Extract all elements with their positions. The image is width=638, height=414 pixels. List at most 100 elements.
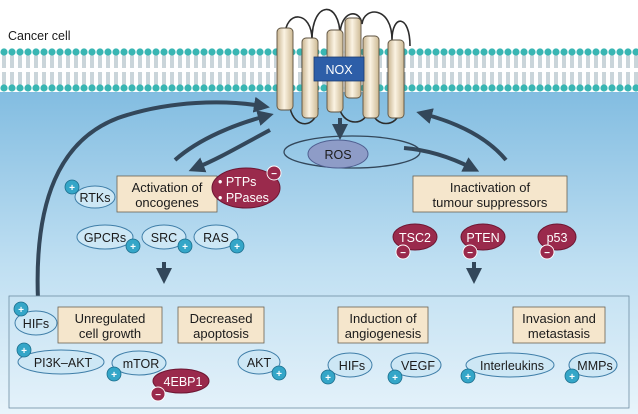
mmps-molecule[interactable]: MMPs + bbox=[564, 352, 618, 384]
plus-badge-icon bbox=[460, 368, 476, 384]
svg-text:+: + bbox=[130, 242, 136, 253]
tsc2-label: TSC2 bbox=[399, 231, 431, 245]
pten-molecule[interactable]: PTEN − bbox=[460, 223, 506, 260]
svg-text:−: − bbox=[400, 248, 406, 259]
svg-text:+: + bbox=[465, 372, 471, 383]
pten-label: PTEN bbox=[466, 231, 499, 245]
plus-badge-icon bbox=[125, 238, 141, 254]
svg-text:−: − bbox=[544, 248, 550, 259]
svg-text:+: + bbox=[21, 346, 27, 357]
hifs-angio-molecule[interactable]: HIFs + bbox=[320, 352, 373, 385]
4ebp1-molecule[interactable]: 4EBP1 − bbox=[150, 368, 210, 402]
svg-text:+: + bbox=[569, 372, 575, 383]
activation-to-nox-arrow bbox=[173, 110, 274, 162]
inactivation-to-nox-arrow bbox=[416, 108, 508, 162]
svg-text:+: + bbox=[111, 370, 117, 381]
rtks-molecule[interactable]: RTKs + bbox=[64, 179, 116, 209]
nox-enzyme[interactable]: NOX bbox=[276, 8, 411, 125]
ros-to-inactivation-arrow bbox=[403, 146, 480, 172]
svg-text:−: − bbox=[467, 248, 473, 259]
invasion-title-line2: metastasis bbox=[528, 326, 591, 341]
pi3k-akt-molecule[interactable]: PI3K–AKT + bbox=[16, 342, 105, 375]
minus-badge-icon bbox=[462, 244, 478, 260]
plus-badge-icon bbox=[64, 179, 80, 195]
svg-text:+: + bbox=[69, 183, 75, 194]
ptps-ppases-inhibitor[interactable]: • PTPs • PPases − bbox=[211, 165, 282, 209]
activation-of-oncogenes-box[interactable]: Activation of oncogenes bbox=[116, 175, 218, 213]
tsc2-molecule[interactable]: TSC2 − bbox=[392, 223, 438, 260]
nox-to-activation-arrow bbox=[188, 128, 271, 173]
hifs-growth-label: HIFs bbox=[23, 317, 49, 331]
pi3k-akt-label: PI3K–AKT bbox=[34, 356, 93, 370]
apoptosis-title-line2: apoptosis bbox=[193, 326, 249, 341]
nox-extracellular-loops bbox=[284, 8, 411, 47]
ppases-label: • PPases bbox=[218, 191, 269, 205]
vegf-molecule[interactable]: VEGF + bbox=[387, 352, 442, 385]
plus-badge-icon bbox=[320, 369, 336, 385]
inactivation-title-line2: tumour suppressors bbox=[433, 195, 548, 210]
plus-badge-icon bbox=[177, 238, 193, 254]
nox-label: NOX bbox=[325, 63, 353, 77]
mtor-label: mTOR bbox=[123, 357, 160, 371]
angio-title-line2: angiogenesis bbox=[345, 326, 422, 341]
growth-title-line2: cell growth bbox=[79, 326, 141, 341]
inactivation-title-line1: Inactivation of bbox=[450, 180, 531, 195]
p53-molecule[interactable]: p53 − bbox=[537, 223, 577, 260]
svg-text:+: + bbox=[18, 305, 24, 316]
plus-badge-icon bbox=[13, 301, 29, 317]
decreased-apoptosis-box[interactable]: Decreased apoptosis bbox=[177, 306, 265, 344]
minus-badge-icon bbox=[395, 244, 411, 260]
hifs-growth-molecule[interactable]: HIFs + bbox=[13, 301, 58, 336]
unregulated-cell-growth-box[interactable]: Unregulated cell growth bbox=[57, 306, 163, 344]
ros-molecule[interactable] bbox=[307, 139, 369, 169]
svg-text:−: − bbox=[155, 390, 161, 401]
4ebp1-label: 4EBP1 bbox=[164, 375, 203, 389]
activation-title-line1: Activation of bbox=[132, 180, 203, 195]
plus-badge-icon bbox=[387, 369, 403, 385]
hifs-angio-label: HIFs bbox=[339, 359, 365, 373]
ptps-label: • PTPs bbox=[218, 175, 256, 189]
svg-text:+: + bbox=[234, 242, 240, 253]
nox-label-box bbox=[313, 56, 365, 82]
plus-badge-icon bbox=[106, 366, 122, 382]
apoptosis-title-line1: Decreased bbox=[190, 311, 253, 326]
plus-badge-icon bbox=[564, 368, 580, 384]
growth-title-line1: Unregulated bbox=[75, 311, 146, 326]
cell-label: Cancer cell bbox=[8, 29, 71, 43]
src-label: SRC bbox=[151, 231, 177, 245]
plus-badge-icon bbox=[16, 342, 32, 358]
minus-badge-icon bbox=[266, 165, 282, 181]
interleukins-molecule[interactable]: Interleukins + bbox=[460, 352, 555, 384]
src-molecule[interactable]: SRC + bbox=[141, 224, 193, 254]
minus-badge-icon bbox=[539, 244, 555, 260]
svg-text:+: + bbox=[182, 242, 188, 253]
svg-text:+: + bbox=[325, 373, 331, 384]
svg-text:+: + bbox=[276, 369, 282, 380]
rtks-label: RTKs bbox=[79, 191, 110, 205]
ras-molecule[interactable]: RAS + bbox=[193, 224, 245, 254]
ros-label: ROS bbox=[324, 148, 351, 162]
interleukins-label: Interleukins bbox=[480, 359, 544, 373]
invasion-and-metastasis-box[interactable]: Invasion and metastasis bbox=[512, 306, 606, 344]
plus-badge-icon bbox=[229, 238, 245, 254]
induction-of-angiogenesis-box[interactable]: Induction of angiogenesis bbox=[337, 306, 429, 344]
gpcrs-label: GPCRs bbox=[84, 231, 126, 245]
gpcrs-molecule[interactable]: GPCRs + bbox=[76, 224, 141, 254]
svg-text:+: + bbox=[392, 373, 398, 384]
ras-label: RAS bbox=[203, 231, 229, 245]
extracellular-space bbox=[0, 0, 638, 48]
mtor-molecule[interactable]: mTOR + bbox=[106, 350, 167, 382]
angio-title-line1: Induction of bbox=[349, 311, 417, 326]
akt-label: AKT bbox=[247, 356, 272, 370]
inactivation-of-tumour-suppressors-box[interactable]: Inactivation of tumour suppressors bbox=[412, 175, 568, 213]
minus-badge-icon bbox=[150, 386, 166, 402]
vegf-label: VEGF bbox=[401, 359, 435, 373]
svg-text:−: − bbox=[271, 169, 277, 180]
invasion-title-line1: Invasion and bbox=[522, 311, 596, 326]
akt-molecule[interactable]: AKT + bbox=[237, 349, 287, 381]
mmps-label: MMPs bbox=[577, 359, 612, 373]
p53-label: p53 bbox=[547, 231, 568, 245]
plus-badge-icon bbox=[271, 365, 287, 381]
